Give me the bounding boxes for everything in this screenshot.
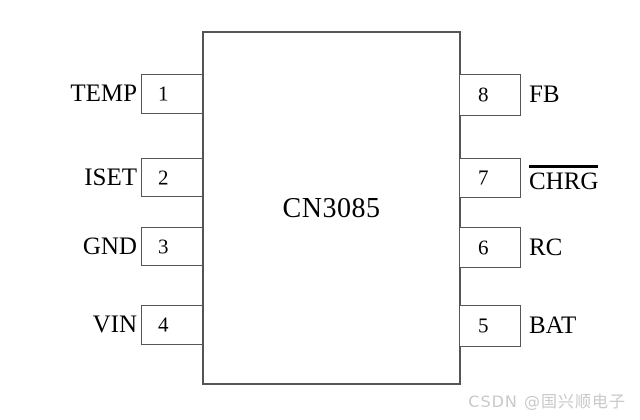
pin-number-2: 2	[158, 165, 169, 189]
pin-box-3[interactable]: 3	[141, 227, 203, 266]
watermark-text: CSDN @国兴顺电子	[468, 392, 626, 411]
pin-number-6: 6	[478, 235, 489, 259]
pin-label-temp: TEMP	[70, 81, 137, 106]
pin-name-text-vin: VIN	[92, 311, 137, 338]
pin-number-3: 3	[158, 234, 169, 258]
pin-label-bat: BAT	[529, 313, 576, 338]
pin-label-iset: ISET	[84, 165, 137, 190]
pin-number-4: 4	[158, 312, 169, 337]
pin-name-text-fb: FB	[529, 81, 560, 108]
pin-name-text-iset: ISET	[84, 163, 137, 191]
pin-label-chrg: CHRG	[529, 165, 599, 194]
pin-number-1: 1	[158, 81, 169, 106]
ic-part-number-label: CN3085	[282, 193, 381, 224]
pin-label-gnd: GND	[83, 234, 137, 259]
pin-number-8: 8	[478, 82, 489, 107]
pin-name-text-bat: BAT	[529, 312, 577, 339]
pin-name-text-temp: TEMP	[70, 80, 137, 107]
pin-box-7[interactable]: 7	[459, 158, 521, 198]
pin-box-5[interactable]: 5	[459, 305, 521, 347]
pin-box-4[interactable]: 4	[141, 305, 203, 345]
pin-label-rc: RC	[529, 235, 562, 260]
pin-label-fb: FB	[529, 82, 560, 107]
pin-name-text-rc: RC	[529, 233, 563, 261]
pin-box-6[interactable]: 6	[459, 227, 521, 268]
ic-body-outline	[202, 31, 461, 385]
pin-number-5: 5	[478, 313, 489, 338]
pin-box-8[interactable]: 8	[459, 74, 521, 116]
pin-label-vin: VIN	[93, 312, 137, 337]
pin-box-1[interactable]: 1	[141, 74, 203, 114]
pin-name-text-gnd: GND	[82, 232, 137, 260]
pin-number-7: 7	[478, 165, 489, 190]
pin-name-text-chrg: CHRG	[529, 165, 599, 194]
pin-box-2[interactable]: 2	[141, 158, 203, 197]
